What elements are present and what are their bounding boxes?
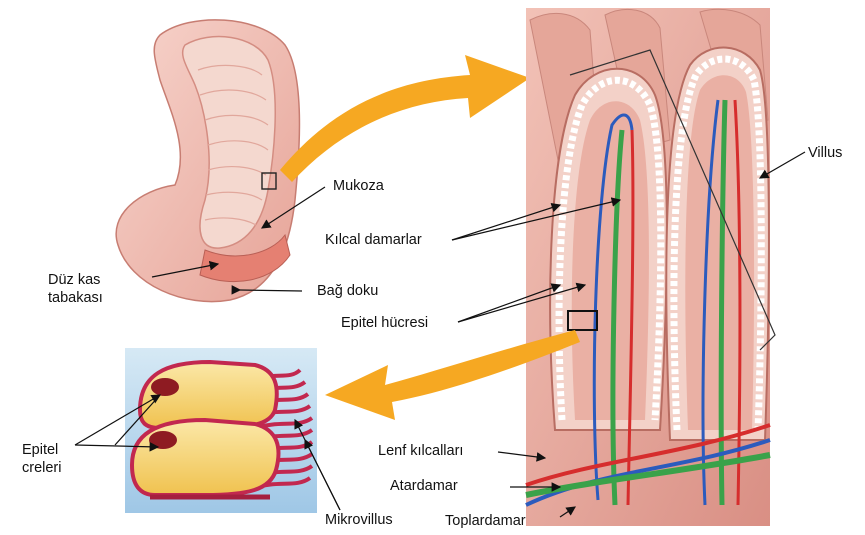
label-bag-doku: Bağ doku	[317, 283, 379, 299]
label-atardamar: Atardamar	[390, 478, 458, 494]
villus-2	[665, 46, 770, 506]
zoom-box-epitel	[567, 310, 598, 331]
mucosa-folds	[197, 64, 269, 226]
label-mukoza: Mukoza	[333, 178, 384, 194]
label-mikrovillus: Mikrovillus	[325, 512, 393, 528]
smooth-muscle-band	[199, 233, 291, 283]
zoom-box-small	[261, 172, 277, 190]
label-epitel-hucresi: Epitel hücresi	[341, 315, 429, 331]
label-duz-kas-line1: Düz kas	[48, 272, 101, 288]
epithelial-panel	[125, 348, 317, 513]
label-epitel-creleri-line2: creleri	[22, 460, 62, 476]
nucleus-1	[151, 378, 179, 396]
villus-outline	[569, 49, 776, 351]
label-lenf-kilcallari: Lenf kılcalları	[378, 443, 464, 459]
epithelial-cell-2	[129, 417, 281, 497]
intestine-section	[115, 19, 301, 303]
label-kilcal-damarlar: Kılcal damarlar	[325, 232, 422, 248]
orange-arrow-top	[280, 55, 530, 182]
orange-arrow-bottom	[325, 330, 580, 420]
villus-panel	[525, 8, 776, 526]
label-toplardamar: Toplardamar	[445, 513, 526, 529]
label-villus: Villus	[808, 145, 843, 161]
label-duz-kas-line2: tabakası	[48, 290, 103, 306]
label-epitel-creleri-line1: Epitel	[22, 442, 59, 458]
villus-1	[549, 67, 668, 506]
leader-lines	[74, 151, 806, 518]
